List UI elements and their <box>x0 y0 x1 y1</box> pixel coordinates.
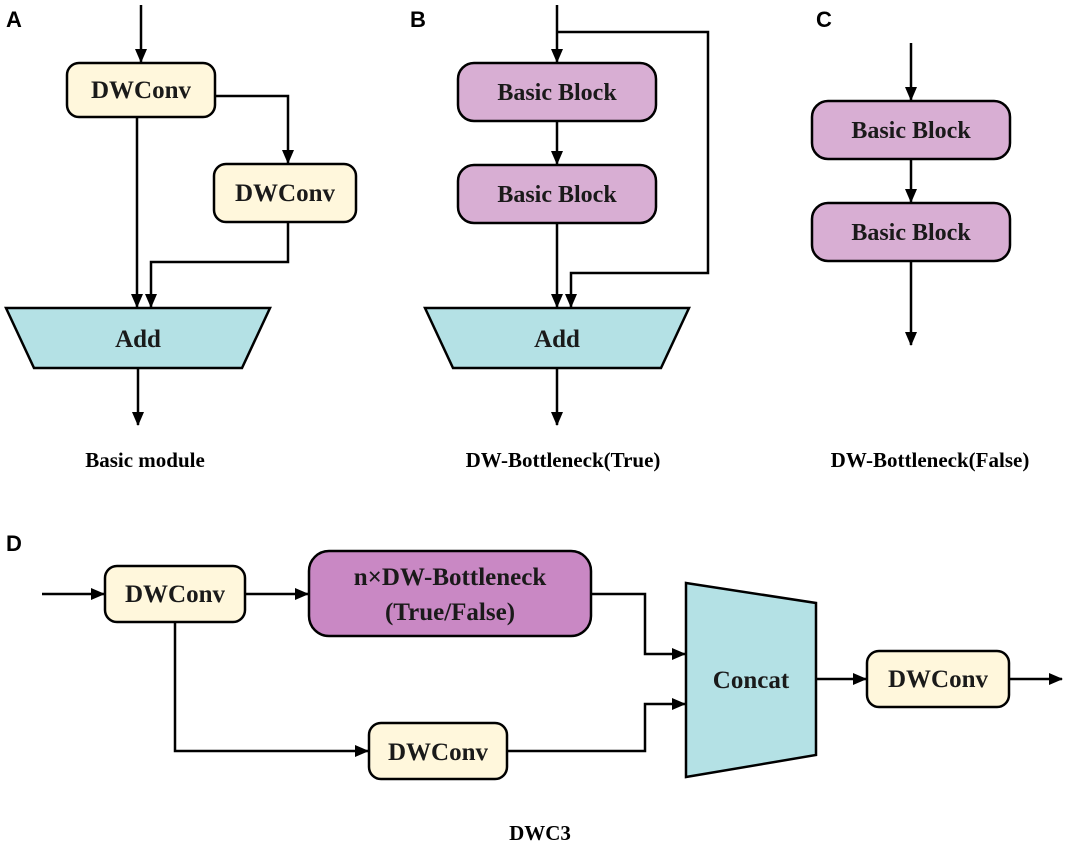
d-dwconv-lower: DWConv <box>367 721 509 781</box>
a-return-arrow <box>145 222 290 308</box>
d-concat-label: Concat <box>713 667 790 694</box>
d-dwconv-in-label: DWConv <box>125 581 226 608</box>
a-dwconv-branch-label: DWConv <box>235 180 336 207</box>
a-dwconv-top: DWConv <box>65 61 217 119</box>
panel-letter-b: B <box>410 7 426 32</box>
d-lower-to-concat-arrow <box>507 698 686 753</box>
b-basic-block-2: Basic Block <box>456 163 658 225</box>
d-concat: Concat <box>684 581 818 779</box>
panel-letter-c: C <box>816 7 832 32</box>
d-dwconv-out: DWConv <box>865 649 1011 709</box>
b-add: Add <box>423 306 691 370</box>
panel-letter-a: A <box>6 7 22 32</box>
a-dwconv-branch-box <box>212 162 358 224</box>
panel-d: D DWConv n×DW-Bottleneck (True/False) DW… <box>6 531 1063 845</box>
a-add-shape <box>4 306 272 370</box>
b-basic-block-2-label: Basic Block <box>497 182 617 208</box>
d-dwconv-lower-label: DWConv <box>388 739 489 766</box>
a-add: Add <box>4 306 272 370</box>
d-dwconv-out-label: DWConv <box>888 666 989 693</box>
panel-letter-d: D <box>6 531 22 556</box>
b-basic-block-1-label: Basic Block <box>497 80 617 106</box>
d-dwconv-in: DWConv <box>103 564 247 624</box>
c-basic-block-2-label: Basic Block <box>851 220 971 246</box>
d-concat-shape <box>684 581 818 779</box>
a-dwconv-branch: DWConv <box>212 162 358 224</box>
c-basic-block-1-label: Basic Block <box>851 118 971 144</box>
b-add-shape <box>423 306 691 370</box>
b-basic-block-1: Basic Block <box>456 61 658 123</box>
a-add-label: Add <box>115 326 161 353</box>
b-skip-arrow <box>557 30 710 308</box>
d-bottleneck-to-concat-arrow <box>591 592 686 660</box>
c-basic-block-1: Basic Block <box>810 99 1012 161</box>
d-bottleneck-label-line1: n×DW-Bottleneck <box>354 564 547 591</box>
panel-b: B Basic Block Basic Block Add DW-Bottlen… <box>410 5 710 472</box>
c-basic-block-2: Basic Block <box>810 201 1012 263</box>
d-bottleneck: n×DW-Bottleneck (True/False) <box>307 549 593 638</box>
b-caption: DW-Bottleneck(True) <box>466 448 661 472</box>
a-dwconv-top-box <box>65 61 217 119</box>
panel-c: C Basic Block Basic Block DW-Bottleneck(… <box>810 7 1030 472</box>
a-dwconv-top-label: DWConv <box>91 77 192 104</box>
a-branch-arrow <box>215 94 294 164</box>
panel-a: A DWConv DWConv Add Basic module <box>4 5 358 472</box>
a-caption: Basic module <box>85 448 205 472</box>
d-caption: DWC3 <box>509 821 571 845</box>
d-lower-branch-arrow <box>173 622 369 757</box>
b-add-label: Add <box>534 326 580 353</box>
d-bottleneck-label-line2: (True/False) <box>385 599 515 626</box>
c-caption: DW-Bottleneck(False) <box>831 448 1030 472</box>
